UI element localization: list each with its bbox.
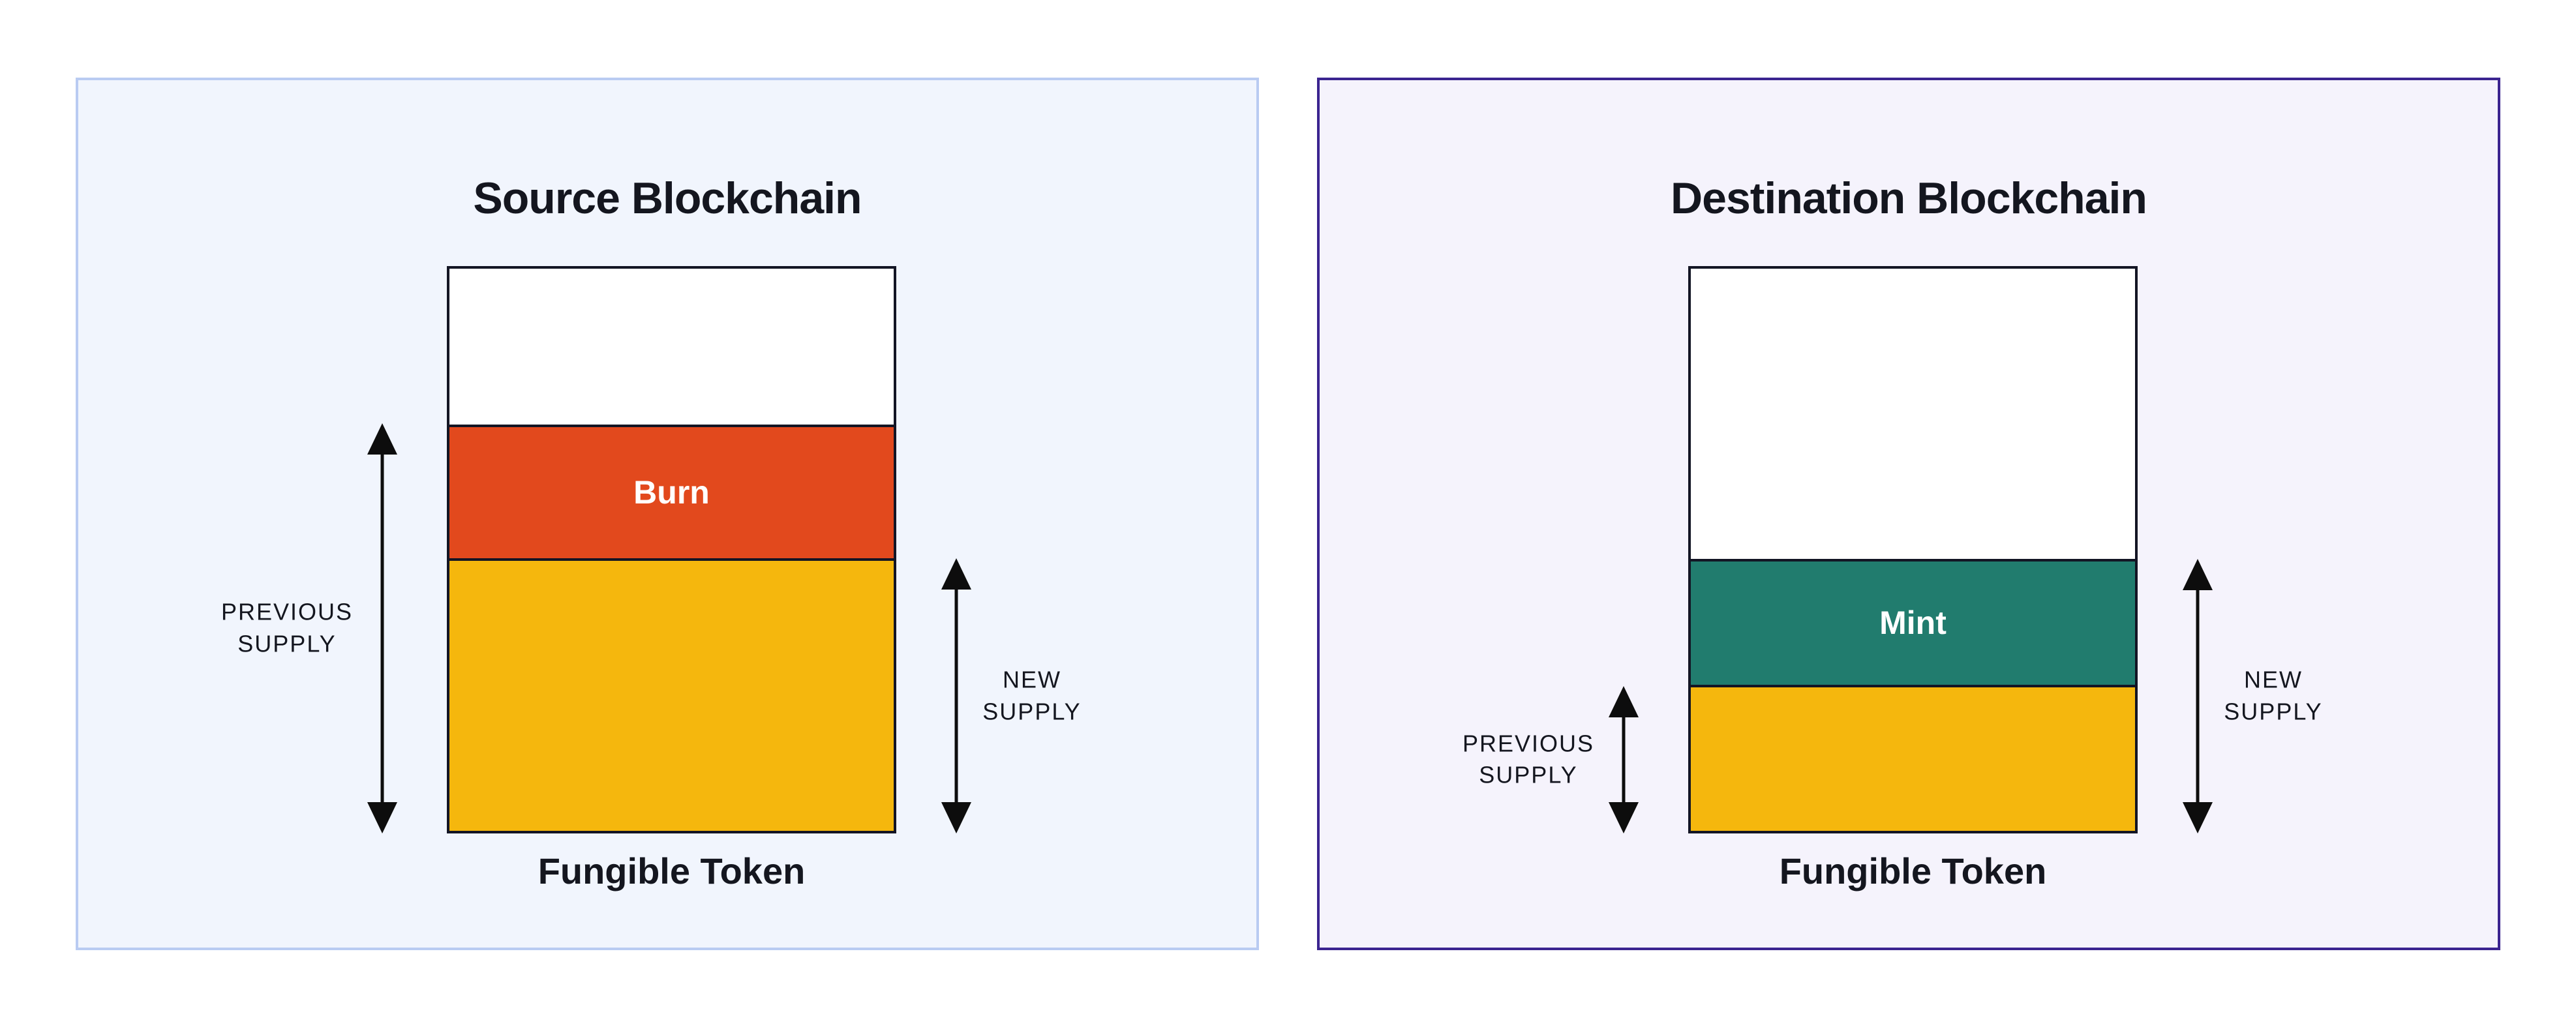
empty-supply-segment (1691, 269, 2135, 559)
arrow-shaft (380, 449, 384, 807)
empty-supply-segment (449, 269, 894, 425)
arrow-shaft (954, 584, 958, 807)
destination-token-supply-bar: Mint (1688, 266, 2138, 833)
destination-token-label: Fungible Token (1779, 850, 2047, 891)
source-blockchain-panel: Source Blockchain Burn PREVIOUS SUPPLY N… (76, 78, 1259, 950)
burn-segment-label: Burn (633, 474, 710, 511)
new-supply-double-arrow-icon (941, 558, 971, 833)
source-token-supply-bar: Burn (447, 266, 896, 833)
new-supply-label: NEW SUPPLY (982, 666, 1082, 725)
destination-blockchain-panel: Destination Blockchain Mint PREVIOUS SUP… (1317, 78, 2500, 950)
source-token-label: Fungible Token (538, 850, 806, 891)
mint-segment-label: Mint (1879, 605, 1947, 642)
arrow-shaft (2196, 584, 2200, 807)
remaining-supply-segment (449, 558, 894, 831)
previous-supply-label: PREVIOUS SUPPLY (1462, 730, 1595, 788)
previous-supply-segment (1691, 684, 2135, 831)
burn-segment: Burn (449, 424, 894, 558)
arrow-shaft (1622, 711, 1626, 807)
previous-supply-double-arrow-icon (367, 423, 397, 833)
previous-supply-label: PREVIOUS SUPPLY (220, 598, 354, 657)
new-supply-double-arrow-icon (2183, 559, 2213, 833)
previous-supply-double-arrow-icon (1609, 686, 1639, 833)
mint-segment: Mint (1691, 558, 2135, 685)
source-panel-title: Source Blockchain (473, 173, 862, 223)
new-supply-label: NEW SUPPLY (2224, 666, 2323, 725)
destination-panel-title: Destination Blockchain (1671, 173, 2147, 223)
